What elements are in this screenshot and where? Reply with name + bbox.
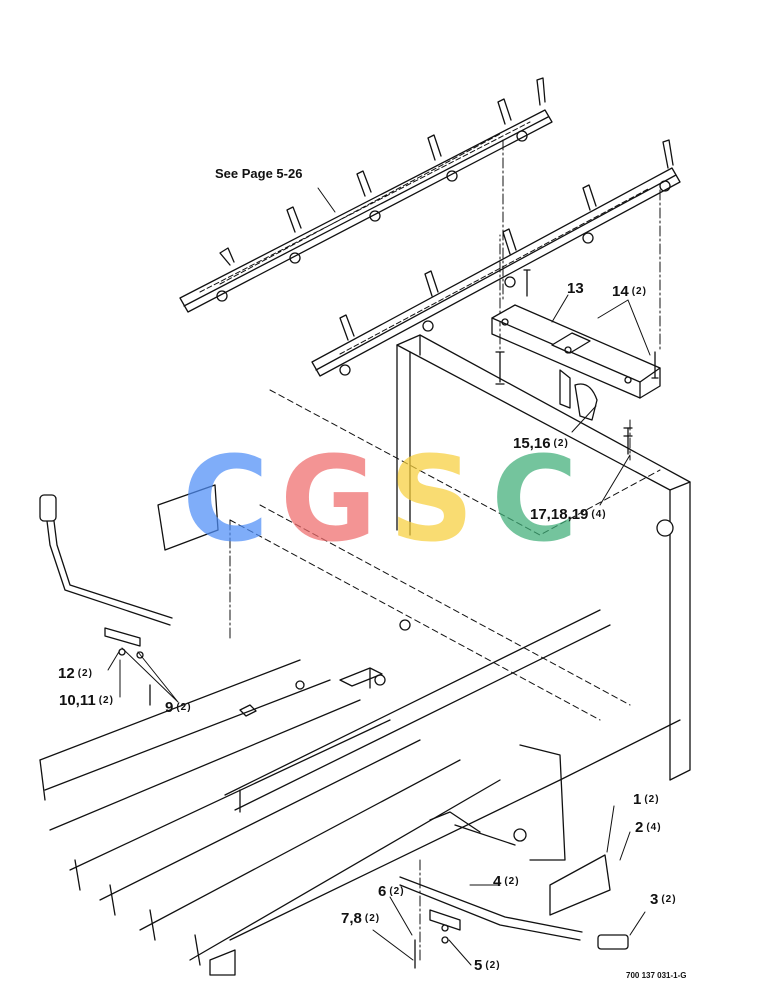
callout-12: 12(2) [58, 666, 93, 681]
callout-number: 15,16 [513, 435, 551, 452]
mounting-bracket [491, 304, 661, 421]
callout-number: 10,11 [59, 692, 96, 709]
callout-5: 5(2) [474, 958, 501, 973]
callout-quantity: (2) [364, 913, 381, 924]
callout-3: 3(2) [650, 892, 677, 907]
callout-1: 1(2) [633, 792, 660, 807]
callout-number: 5 [474, 957, 483, 974]
callout-quantity: (2) [485, 960, 501, 971]
callout-number: 3 [650, 891, 659, 908]
callout-14: 14(2) [612, 284, 647, 299]
callout-quantity: (2) [644, 794, 660, 805]
callout-number: 17,18,19 [530, 506, 589, 523]
callout-quantity: (4) [591, 509, 607, 520]
callout-number: 14 [612, 283, 629, 300]
base-frame [39, 609, 681, 976]
left-lever-assembly [39, 494, 173, 706]
left-shield-plate [157, 484, 257, 717]
callout-number: 1 [633, 791, 642, 808]
right-lever-assembly [399, 876, 629, 969]
callout-10-11: 10,11(2) [59, 693, 114, 708]
callout-7-8: 7,8(2) [341, 911, 380, 926]
lower-guide-bar [311, 139, 681, 377]
callout-number: 6 [378, 883, 387, 900]
callout-quantity: (2) [389, 886, 405, 897]
callout-quantity: (4) [646, 822, 662, 833]
callout-number: 2 [635, 819, 644, 836]
figure-id: 700 137 031-1-G [626, 971, 687, 980]
upper-guide-bar [179, 77, 553, 313]
callout-quantity: (2) [631, 286, 647, 297]
callout-13: 13 [567, 281, 584, 296]
callout-4: 4(2) [493, 874, 520, 889]
right-shield-plate [429, 811, 611, 916]
callout-quantity: (2) [661, 894, 677, 905]
callout-6: 6(2) [378, 884, 405, 899]
studs-and-bolts [495, 269, 659, 455]
main-frame [229, 334, 691, 781]
callout-number: 7,8 [341, 910, 362, 927]
callout-number: 12 [58, 665, 75, 682]
callout-number: 9 [165, 699, 174, 716]
callout-number: 13 [567, 280, 584, 297]
callout-9: 9(2) [165, 700, 192, 715]
callout-quantity: (2) [176, 702, 192, 713]
callout-17-18-19: 17,18,19(4) [530, 507, 607, 522]
callout-15-16: 15,16(2) [513, 436, 569, 451]
leader-lines [107, 187, 651, 966]
callout-quantity: (2) [504, 876, 520, 887]
callout-2: 2(4) [635, 820, 662, 835]
callout-quantity: (2) [553, 438, 569, 449]
see-page-note: See Page 5-26 [215, 166, 303, 181]
callout-quantity: (2) [77, 668, 93, 679]
callout-number: 4 [493, 873, 502, 890]
callout-quantity: (2) [98, 695, 114, 706]
